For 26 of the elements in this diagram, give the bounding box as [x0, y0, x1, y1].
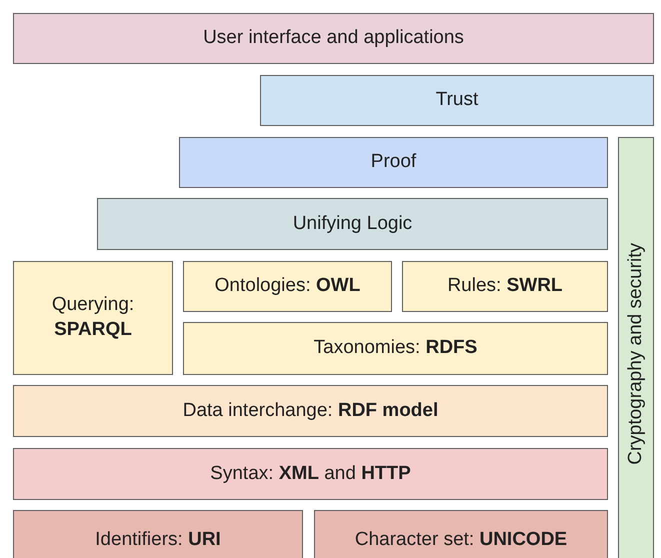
layer-label: Syntax: XML and HTTP: [210, 462, 411, 486]
layer-label: Ontologies: OWL: [214, 274, 360, 298]
layer-box: [179, 137, 608, 188]
layer-box: [13, 385, 608, 437]
layer-label: Proof: [370, 150, 416, 174]
layer-label: User interface and applications: [203, 26, 464, 50]
layer-box: [13, 448, 608, 500]
layer-box: [260, 75, 654, 126]
layer-label: Taxonomies: RDFS: [314, 336, 478, 360]
layer-label: Data interchange: RDF model: [182, 398, 438, 423]
layer-box: [13, 510, 303, 558]
layer-box: [183, 261, 392, 312]
layer-box: [314, 510, 608, 558]
layer-label: Identifiers: URI: [95, 528, 221, 552]
layer-box: [13, 13, 654, 64]
layer-label: Cryptography and security: [624, 242, 647, 464]
side-layer-bar: [618, 137, 654, 558]
layer-box: [97, 198, 608, 250]
layer-label: Trust: [436, 88, 478, 112]
layer-label: Unifying Logic: [292, 212, 412, 236]
layer-box: [183, 322, 608, 375]
layer-box: [13, 261, 173, 375]
layer-label: Character set: UNICODE: [354, 528, 568, 552]
layer-box: [402, 261, 608, 312]
layer-label: Querying: SPARQL: [50, 293, 136, 342]
layer-label: Rules: SWRL: [447, 274, 563, 298]
